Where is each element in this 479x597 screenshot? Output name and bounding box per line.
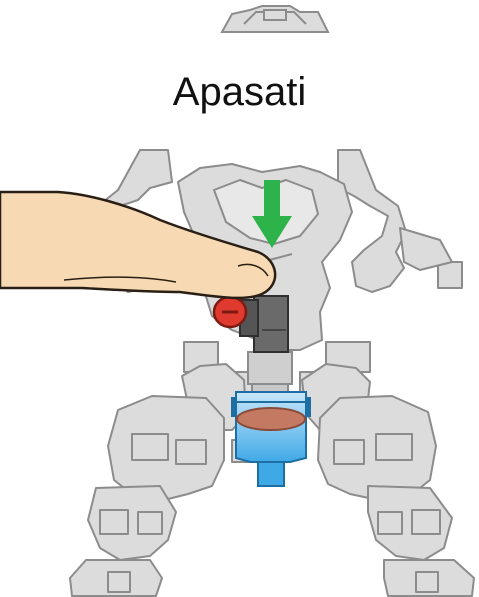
down-arrow-icon xyxy=(252,180,292,248)
instruction-label: Apasati xyxy=(172,70,307,114)
robot-head-top xyxy=(220,5,330,33)
dark-push-part xyxy=(239,295,289,353)
pointing-finger-icon xyxy=(0,190,277,300)
robot-body xyxy=(69,149,475,597)
copper-ring xyxy=(236,407,306,431)
blue-base-part xyxy=(231,391,311,487)
red-push-button xyxy=(212,295,248,329)
